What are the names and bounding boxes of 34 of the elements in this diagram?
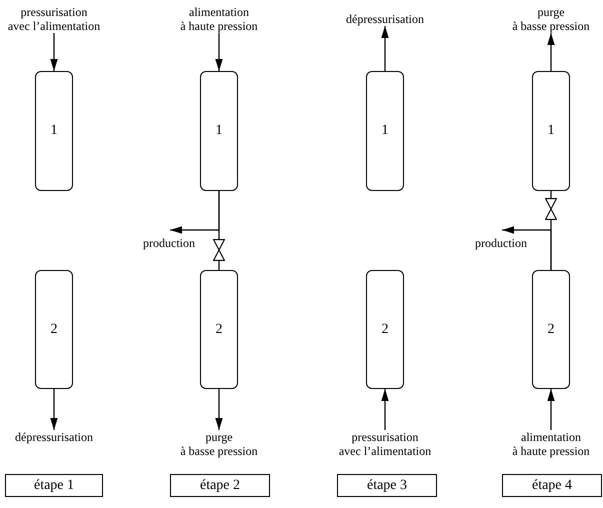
- step-box: étape 2: [170, 474, 270, 497]
- arrow: [215, 33, 223, 71]
- pipe-line: [550, 220, 552, 270]
- column-vessel: 2: [366, 270, 404, 389]
- column-vessel: 1: [200, 71, 238, 191]
- pipe-line: [218, 191, 220, 239]
- column-vessel: 2: [532, 270, 570, 389]
- stream-label: production: [473, 230, 529, 250]
- arrow: [381, 26, 389, 71]
- column-vessel: 2: [35, 270, 73, 389]
- stream-label: pressurisation avec l’alimentation: [4, 5, 104, 33]
- step-box: étape 1: [5, 474, 103, 497]
- arrow: [50, 389, 58, 430]
- stream-label: alimentation à haute pression: [169, 5, 269, 33]
- column-vessel: 1: [532, 71, 570, 191]
- stream-label: purge à basse pression: [169, 430, 269, 458]
- stream-label: purge à basse pression: [501, 5, 601, 33]
- arrow: [215, 389, 223, 430]
- stream-label: dépressurisation: [10, 430, 98, 444]
- valve-icon: [213, 239, 225, 261]
- stream-label: dépressurisation: [340, 12, 430, 26]
- valve-icon: [545, 198, 557, 220]
- arrow: [381, 389, 389, 430]
- stream-label: pressurisation avec l’alimentation: [335, 430, 435, 458]
- column-vessel: 1: [35, 71, 73, 191]
- arrow: [50, 33, 58, 71]
- stream-label: production: [141, 230, 197, 250]
- arrow: [547, 33, 555, 71]
- stream-label: alimentation à haute pression: [501, 430, 601, 458]
- arrow: [547, 389, 555, 430]
- step-box: étape 3: [337, 474, 437, 497]
- column-vessel: 2: [200, 270, 238, 389]
- step-box: étape 4: [502, 474, 602, 497]
- column-vessel: 1: [366, 71, 404, 191]
